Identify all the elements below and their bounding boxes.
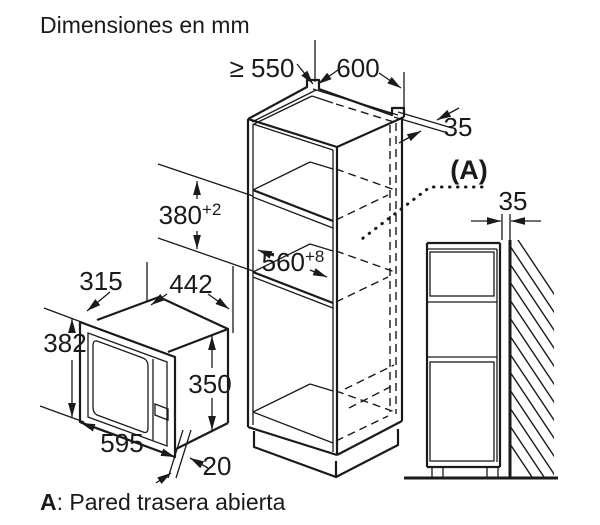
footnote-label: A [40, 489, 57, 515]
dim-cabinet-width-label: 600 [336, 53, 379, 83]
microwave-dimensions: 315 442 382 350 595 20 [39, 262, 234, 485]
page-title: Dimensiones en mm [40, 12, 250, 38]
side-view-section: 35 [404, 186, 558, 480]
tall-cabinet-isometric [246, 78, 406, 479]
footnote-text: : Pared trasera abierta [56, 489, 286, 515]
footnote: A: Pared trasera abierta [40, 489, 285, 516]
dim-mw-depth-label: 315 [79, 266, 122, 296]
dim-niche-depth-label: 560+8 [262, 247, 325, 277]
dim-mw-protrusion-label: 20 [203, 451, 232, 481]
callout-a-leader [356, 185, 484, 244]
callout-a-label: (A) [450, 155, 487, 185]
dim-cabinet-depth-label: ≥ 550 [230, 53, 295, 83]
cabinet-dimensions: ≥ 550 600 35 (A) 380+2 560+8 [157, 40, 488, 278]
wall-hatching [510, 240, 554, 478]
dim-mw-body-width-label: 442 [169, 269, 212, 299]
dim-mw-front-width-label: 595 [100, 428, 143, 458]
dim-niche-height-label: 380+2 [159, 200, 222, 230]
dim-back-offset-label: 35 [444, 112, 473, 142]
dim-wall-gap-label: 35 [499, 186, 528, 216]
dim-mw-front-height-label: 382 [43, 328, 86, 358]
dim-mw-body-height-label: 350 [188, 369, 231, 399]
